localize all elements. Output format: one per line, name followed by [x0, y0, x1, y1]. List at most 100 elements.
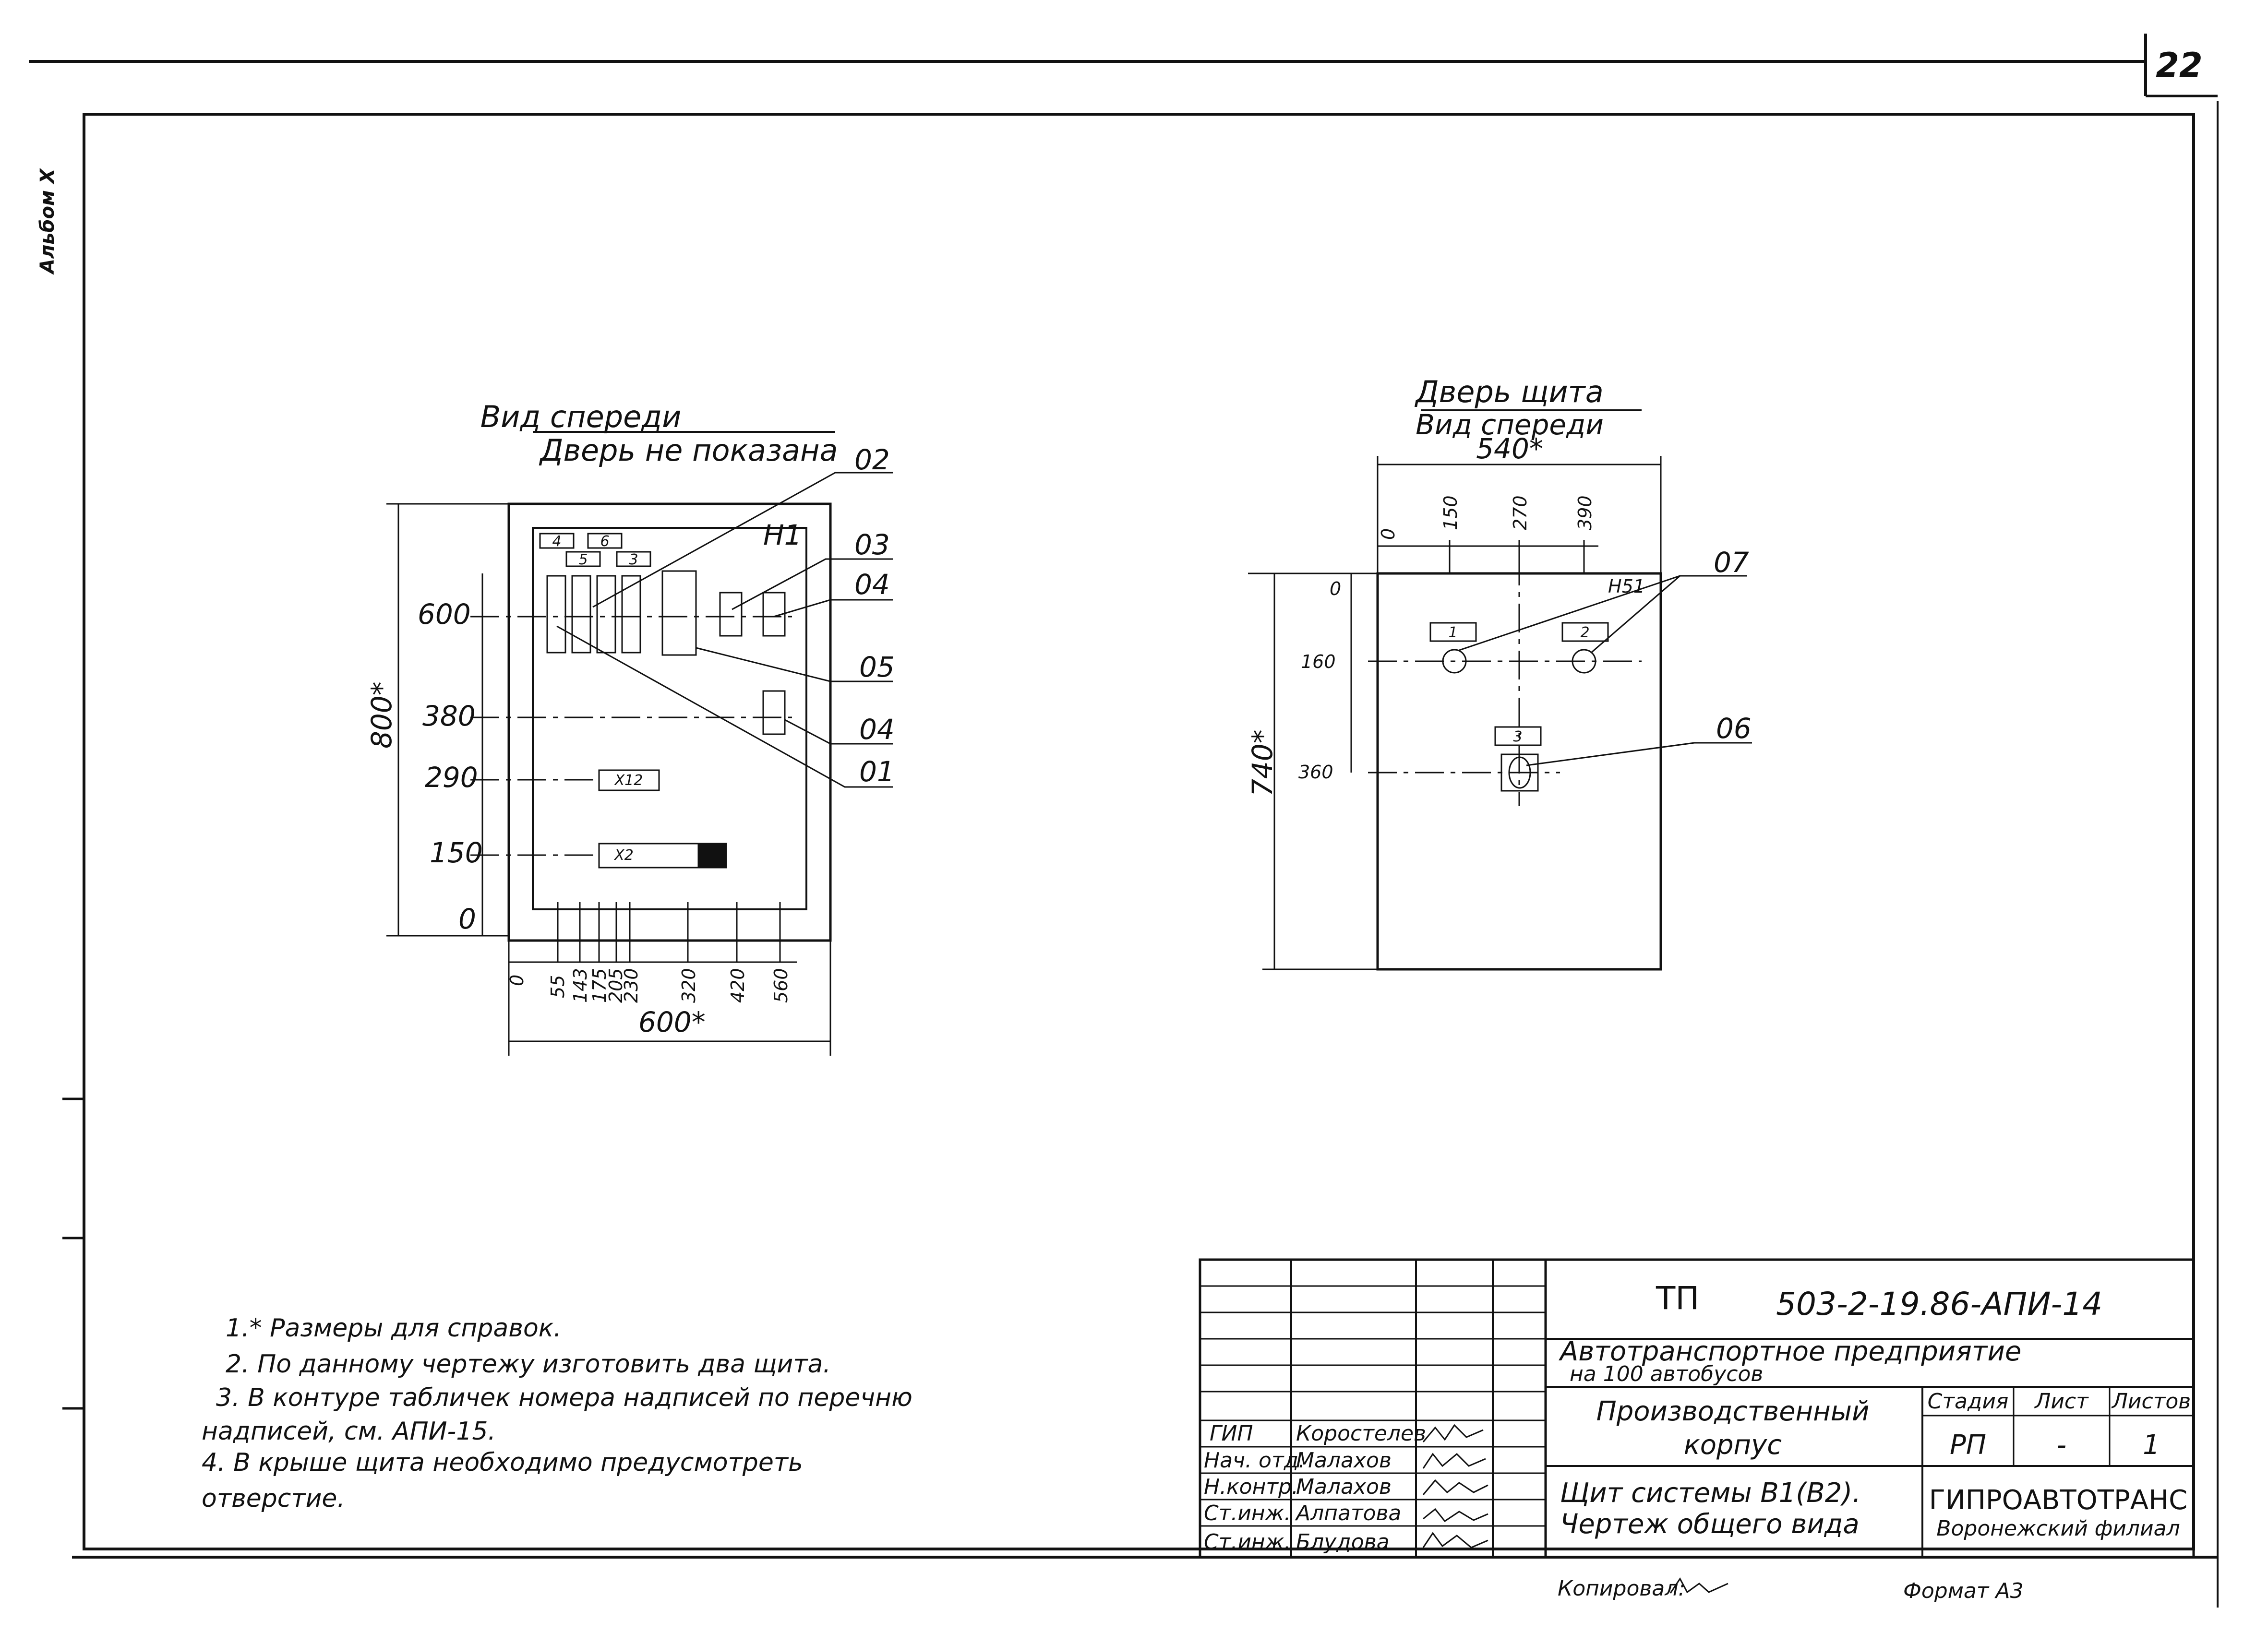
door-view: Дверь щита Вид спереди 540* Н51 0 150 27… [1246, 374, 1752, 971]
dimension-text: 0 [1330, 578, 1341, 599]
format-label: Формат А3 [1903, 1579, 2024, 1603]
terminal-label: X12 [614, 772, 643, 789]
callout-leader [556, 625, 893, 788]
sheets-value: 1 [2143, 1430, 2160, 1461]
dimension-text: 380 [422, 700, 476, 732]
callout-leader [773, 599, 893, 618]
drawing-title: Щит системы В1(В2). [1560, 1477, 1861, 1509]
drawing-frame [83, 113, 2195, 1550]
dimension-text: 55 [547, 975, 568, 998]
panel-label: Н1 [763, 519, 802, 551]
relay [719, 592, 743, 637]
sheets-header: Листов [2111, 1389, 2191, 1414]
dimension-text: 600 [418, 598, 471, 631]
stage-header: Стадия [1928, 1389, 2009, 1414]
front-view-subtitle: Дверь не показана [539, 433, 838, 468]
code-prefix: ТП [1656, 1280, 1699, 1317]
contactor [661, 570, 697, 656]
signal-lamp [1442, 649, 1467, 674]
general-notes: 1.* Размеры для справок. 2. По данному ч… [202, 1314, 912, 1513]
plate-number: 3 [629, 551, 638, 568]
circuit-breaker [596, 575, 616, 654]
signature [1422, 1424, 1484, 1442]
staff-name: Малахов [1296, 1475, 1392, 1499]
plate-number: 5 [578, 551, 588, 568]
copier-signature [1669, 1577, 1728, 1594]
callout-number: 06 [1716, 712, 1752, 745]
callout-number: 07 [1714, 546, 1749, 579]
dimension-text: 230 [621, 968, 642, 1003]
dimension-text: 800* [365, 681, 398, 749]
dimension-text: 360 [1298, 762, 1333, 783]
marking-plate [616, 551, 651, 567]
callout-number: 01 [859, 755, 895, 788]
plate-number: 4 [552, 533, 561, 550]
signature [1422, 1453, 1486, 1469]
plate-number: 3 [1513, 728, 1522, 745]
switch-body [1500, 753, 1539, 792]
marking-plate [1561, 622, 1609, 642]
project-name: Автотранспортное предприятие [1559, 1336, 2021, 1367]
signature [1423, 1508, 1488, 1523]
dimension-text: 560 [770, 968, 792, 1003]
switch-knob [1508, 756, 1531, 789]
sheet-header: Лист [2034, 1389, 2089, 1414]
dimension-text: 390 [1574, 495, 1596, 530]
signature [1422, 1479, 1488, 1495]
staff-name: Блудова [1296, 1530, 1390, 1554]
marking-plate [565, 551, 601, 567]
note-line: отверстие. [202, 1484, 345, 1513]
dimension-text: 143 [570, 968, 591, 1003]
front-view: Вид спереди Дверь не показана Н1 4 6 5 3… [365, 399, 895, 1056]
mounting-panel [532, 527, 807, 910]
dimension-text: 205 [605, 968, 626, 1003]
staff-name: Коростелев [1296, 1421, 1426, 1446]
dimension-text: 420 [727, 968, 748, 1003]
dimension-text: 740* [1246, 729, 1279, 797]
front-view-title: Вид спереди [480, 399, 682, 434]
staff-role: Ст.инж. [1204, 1530, 1291, 1554]
dimension-text: 0 [506, 975, 528, 986]
dimension-text: 270 [1510, 495, 1531, 530]
building-name-line2: корпус [1684, 1430, 1782, 1461]
note-line: 2. По данному чертежу изготовить два щит… [226, 1350, 831, 1379]
album-label: Альбом X [36, 167, 59, 275]
relay [762, 592, 786, 637]
staff-role: ГИП [1210, 1421, 1253, 1446]
door-view-subtitle: Вид спереди [1416, 408, 1604, 441]
callout-leader [732, 558, 893, 610]
note-line: надписей, см. АПИ-15. [202, 1417, 496, 1446]
callout-leader [1526, 742, 1752, 766]
terminal-block-end [697, 843, 727, 869]
staff-role: Н.контр. [1204, 1475, 1298, 1499]
callout-number: 04 [859, 713, 895, 746]
marking-plate [1494, 726, 1542, 746]
sheet-value: - [2057, 1430, 2066, 1461]
staff-role: Нач. отд. [1204, 1448, 1305, 1473]
dimension-text: 290 [425, 761, 478, 794]
note-line: 4. В крыше щита необходимо предусмотреть [202, 1448, 803, 1477]
marking-plate [539, 533, 575, 549]
drawing-title-line2: Чертеж общего вида [1560, 1509, 1860, 1540]
plate-number: 6 [600, 533, 609, 550]
page-number: 22 [2156, 46, 2202, 85]
plate-number: 1 [1448, 624, 1457, 641]
dimension-text: 540* [1476, 432, 1543, 465]
callout-leader [696, 647, 893, 682]
marking-plate [587, 533, 623, 549]
note-line: 3. В контуре табличек номера надписей по… [216, 1383, 912, 1412]
document-code: 503-2-19.86-АПИ-14 [1776, 1286, 2102, 1322]
organization: ГИПРОАВТОТРАНС [1929, 1485, 2188, 1516]
staff-name: Малахов [1296, 1448, 1392, 1473]
signal-lamp [1572, 649, 1596, 674]
callout-leader [1459, 575, 1747, 651]
dimension-text: 150 [1440, 495, 1461, 530]
callout-number: 03 [854, 528, 890, 561]
dimension-text: 0 [458, 903, 476, 935]
callout-leader [1591, 575, 1680, 654]
marking-plate [1429, 622, 1477, 642]
dimension-text: 600* [638, 1006, 706, 1038]
building-name: Производственный [1596, 1396, 1870, 1427]
circuit-breaker [621, 575, 641, 654]
